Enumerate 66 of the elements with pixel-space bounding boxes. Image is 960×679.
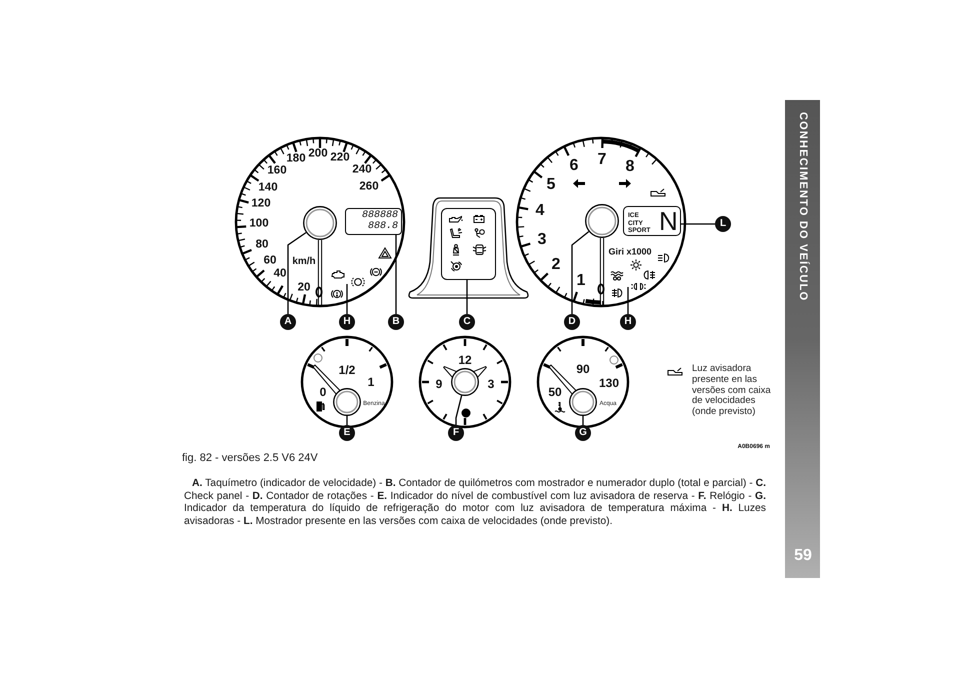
dial-number: 120 xyxy=(251,198,271,210)
trip-digits: 888.8 xyxy=(368,222,398,232)
unit-label: km/h xyxy=(292,257,316,267)
leader-line xyxy=(287,232,306,314)
unit-label: Giri x1000 xyxy=(608,248,652,256)
dial-number: 1/2 xyxy=(338,364,356,376)
dial-number: 2 xyxy=(552,257,560,273)
dial-number: 6 xyxy=(570,158,578,174)
dial-number: 220 xyxy=(330,152,350,164)
dial-hub xyxy=(569,388,597,416)
dial-number: 5 xyxy=(546,177,556,193)
dial-number: 130 xyxy=(598,377,620,389)
dial-number: 90 xyxy=(576,363,590,375)
dial-number: 1 xyxy=(576,273,586,289)
leader-line xyxy=(346,284,348,314)
callout-letter: C xyxy=(459,314,475,330)
dial-hub xyxy=(451,368,479,396)
leader-line xyxy=(466,280,468,314)
dial-number: 240 xyxy=(352,164,372,176)
dial-number: 0 xyxy=(320,386,326,398)
dial-number: 12 xyxy=(458,354,472,366)
dial-number: 200 xyxy=(308,148,328,160)
dial-number: 140 xyxy=(258,182,278,194)
page-number: 59 xyxy=(794,548,812,564)
leader-line xyxy=(455,395,462,425)
dial-number: 260 xyxy=(359,181,379,193)
callout-letter: F xyxy=(448,425,464,441)
dial-number: 8 xyxy=(626,159,634,175)
callout-letter: L xyxy=(715,216,731,232)
callout-letter: H xyxy=(620,314,636,330)
callout-letter: D xyxy=(564,314,580,330)
dial-number: 9 xyxy=(436,378,442,390)
dial-number: 40 xyxy=(274,268,286,280)
dial-number: 3 xyxy=(488,378,494,390)
callout-letter: A xyxy=(280,314,296,330)
dial-number: 180 xyxy=(286,153,306,165)
dial-number: 1 xyxy=(368,376,374,388)
leader-line xyxy=(395,235,397,314)
figure-description: A. Taquímetro (indicador de velocidade) - B. Contador de quilómetros com mostrador e numerador duplo (total e parcial) - C. Check panel - D. Contador de rotações - E. Indicador do nível de combustível com luz avisadora de reserva - F. Relógio - G. Indicador da temperatura do líquido de refrigeração do motor com luz avisadora de temperatura máxima - H. Luzes avisadoras - L. Mostrador presente en las versões com caixa de velocidades (onde previsto). xyxy=(184,478,766,528)
gear-letter: N xyxy=(659,208,678,234)
dial-number: 100 xyxy=(249,218,269,230)
gear-display xyxy=(623,206,681,236)
odometer-digits: 888888 xyxy=(362,211,398,221)
dial-number: 20 xyxy=(298,282,310,294)
dial-number: 3 xyxy=(538,232,546,248)
callout-letter: G xyxy=(575,425,591,441)
callout-letter: E xyxy=(339,425,355,441)
odometer-display xyxy=(345,208,402,235)
figure-caption: fig. 82 - versões 2.5 V6 24V xyxy=(182,452,318,464)
dial-number: 80 xyxy=(256,239,268,251)
leader-line xyxy=(681,223,715,225)
callout-letter: H xyxy=(339,314,355,330)
callout-letter: B xyxy=(388,314,404,330)
dial-number: 7 xyxy=(598,152,606,168)
dial-number: 50 xyxy=(548,386,562,398)
section-title: CONHECIMENTO DO VEÍCULO xyxy=(797,112,808,302)
leader-line xyxy=(571,231,590,314)
dial-hub xyxy=(585,204,619,238)
dial-hub xyxy=(303,206,337,240)
dial-hub xyxy=(333,388,361,416)
warning-light-panel xyxy=(441,208,496,280)
leader-line xyxy=(627,287,629,314)
dial-number: 4 xyxy=(536,203,544,219)
dial-number: 160 xyxy=(267,165,287,177)
dial-number: 60 xyxy=(264,255,276,267)
legend-text: Luz avisadora presente en las versões com caixa de velocidades (onde previsto) xyxy=(692,364,772,418)
